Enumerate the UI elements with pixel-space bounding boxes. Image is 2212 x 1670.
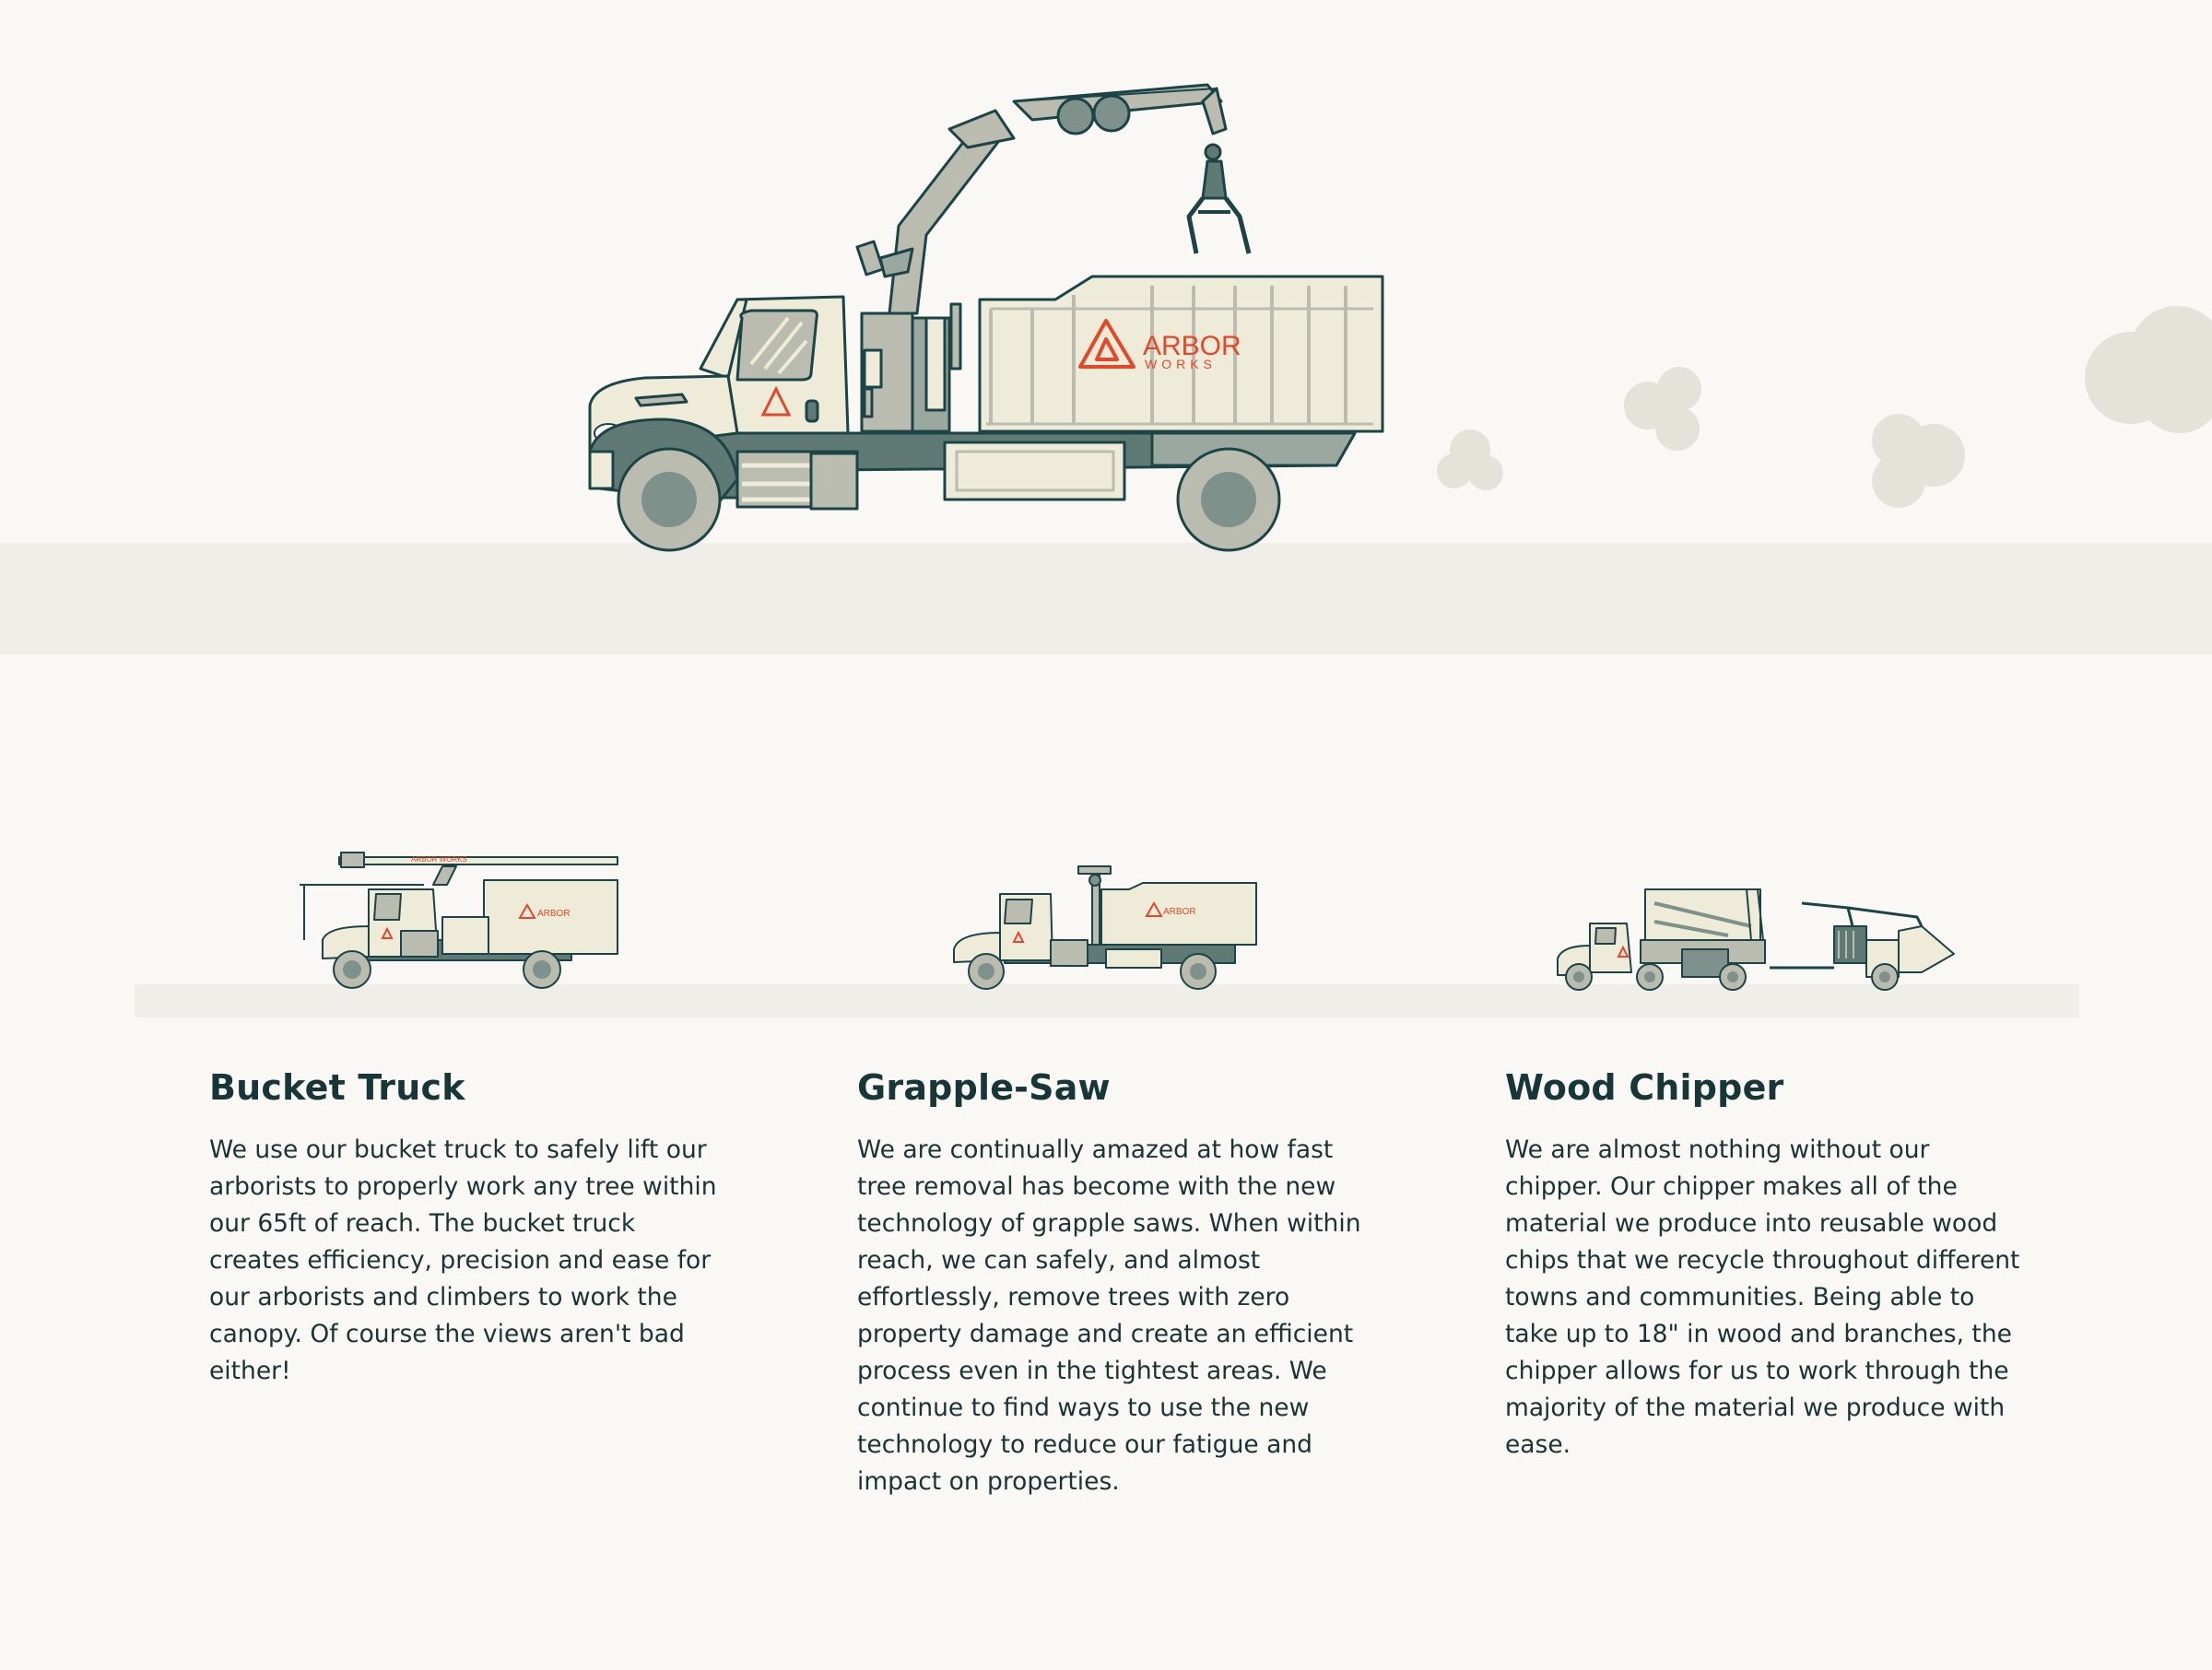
hero-road [0, 543, 2212, 654]
dump-body [978, 275, 1384, 433]
exhaust-clouds [1437, 306, 2212, 508]
vehicle-title: Grapple-Saw [857, 1067, 1111, 1108]
vehicle-description: We are continually amazed at how fast tr… [857, 1135, 1361, 1496]
vehicle-description: We are almost nothing without our chippe… [1505, 1135, 2020, 1459]
vehicle-card-wood-chipper: Wood Chipper We are almost nothing witho… [1505, 1060, 2021, 1464]
brand-name: ARBOR [1143, 331, 1241, 361]
bucket-truck-illustration: ARBOR WORKS ARBOR [300, 852, 618, 989]
svg-text:ARBOR: ARBOR [537, 909, 571, 919]
hero-illustration: ARBOR WORKS [0, 0, 2212, 664]
vehicle-card-grapple-saw: Grapple-Saw We are continually amazed at… [857, 1060, 1373, 1500]
lineup-road [135, 984, 2079, 1017]
grapple-truck-illustration: ARBOR WORKS [588, 83, 2212, 552]
vehicle-card-bucket-truck: Bucket Truck We use our bucket truck to … [209, 1060, 725, 1390]
grapple-saw-illustration: ARBOR [953, 865, 1257, 990]
vehicle-title: Wood Chipper [1505, 1067, 1784, 1108]
mini-brand-banner: ARBOR WORKS [411, 855, 467, 864]
svg-text:ARBOR: ARBOR [1163, 907, 1196, 917]
arbor-works-logo [1078, 319, 1135, 369]
vehicle-title: Bucket Truck [209, 1067, 465, 1108]
wood-chipper-illustration [1557, 888, 1955, 991]
vehicle-description: We use our bucket truck to safely lift o… [209, 1135, 717, 1385]
brand-sub: WORKS [1145, 357, 1217, 371]
